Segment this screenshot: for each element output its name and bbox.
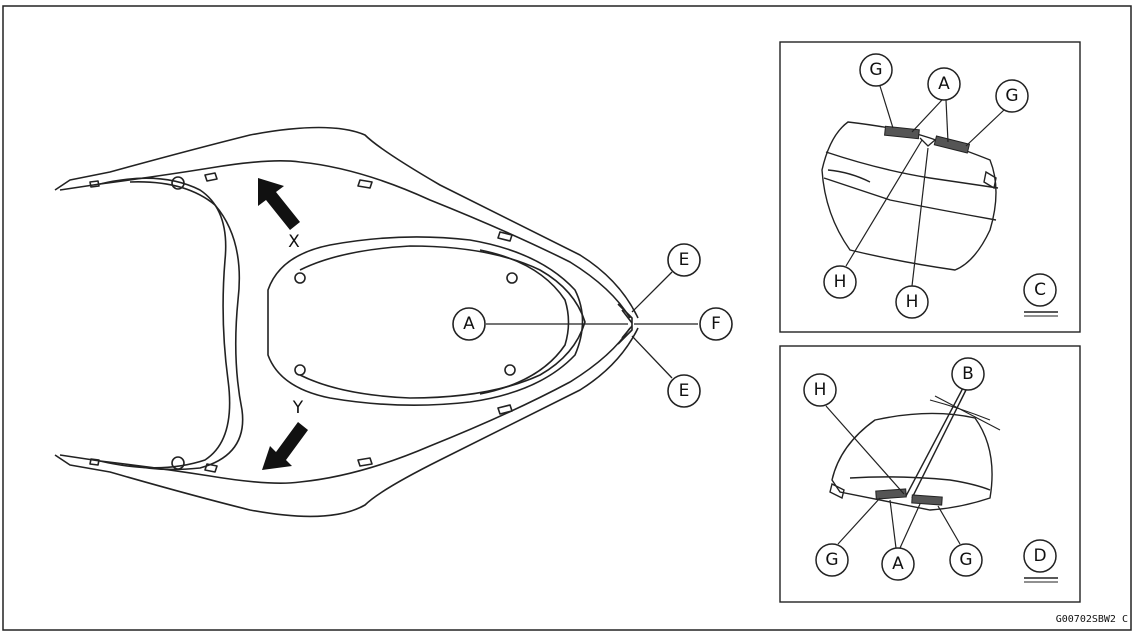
direction-arrow-x xyxy=(258,178,300,230)
seat-cowl-drawing xyxy=(54,126,639,518)
inset-d-label-g-right: G xyxy=(959,550,972,570)
inset-c-label-h-left: H xyxy=(834,272,847,292)
inset-d-leader-h xyxy=(825,405,905,495)
inset-d-view-circle xyxy=(1023,539,1057,573)
inset-d-leader-g-left xyxy=(837,497,881,545)
inset-c: G A G H H C xyxy=(779,41,1081,333)
figure-code: G00702SBW2 C xyxy=(1056,614,1128,625)
leader-line-e-top xyxy=(631,271,673,313)
callout-circle-f xyxy=(699,307,733,341)
inset-d-label-g-left: G xyxy=(825,550,838,570)
inset-c-callout-circle-h-left xyxy=(823,265,857,299)
leader-line-e-bottom xyxy=(631,335,673,379)
inset-d-part-drawing xyxy=(829,385,993,511)
inset-d-tape-left xyxy=(875,488,907,500)
inset-c-leader-a-1 xyxy=(911,99,943,133)
inset-d-angle-line xyxy=(934,395,1001,431)
inset-d: H B G A G D xyxy=(779,345,1081,603)
inset-c-view-circle xyxy=(1023,273,1057,307)
inset-c-label-g-right: G xyxy=(1005,86,1018,106)
inset-c-label-a: A xyxy=(938,74,950,94)
figure-border xyxy=(2,5,1132,631)
arrow-label-y: Y xyxy=(292,398,304,418)
inset-c-leader-a-2 xyxy=(945,99,949,143)
inset-d-label-b: B xyxy=(962,364,974,384)
inset-d-leader-g-right xyxy=(937,505,961,545)
inset-d-callout-circle-h xyxy=(803,373,837,407)
inset-c-callout-circle-h-right xyxy=(895,285,929,319)
arrow-label-x: X xyxy=(288,232,300,252)
inset-d-tape-right xyxy=(911,494,943,506)
inset-c-view-label: C xyxy=(1034,280,1046,300)
callout-circle-e-top xyxy=(667,243,701,277)
inset-d-leader-a-2 xyxy=(899,503,921,549)
inset-d-label-h: H xyxy=(814,380,827,400)
direction-arrow-y xyxy=(262,422,308,470)
inset-c-label-h-right: H xyxy=(906,292,919,312)
inset-c-callout-circle-g-right xyxy=(995,79,1029,113)
inset-c-label-g-left: G xyxy=(869,60,882,80)
inset-d-leader-b xyxy=(959,389,967,403)
inset-c-tape-right xyxy=(933,135,971,154)
callout-circle-e-bottom xyxy=(667,374,701,408)
inset-d-callout-circle-a xyxy=(881,547,915,581)
callout-circle-a xyxy=(452,307,486,341)
inset-d-leader-a-1 xyxy=(889,499,897,549)
callout-label-e-top: E xyxy=(679,250,690,270)
callout-label-e-bottom: E xyxy=(679,381,690,401)
inset-d-callout-circle-g-right xyxy=(949,543,983,577)
inset-c-tape-left xyxy=(884,125,920,140)
inset-d-callout-circle-b xyxy=(951,357,985,391)
inset-d-callout-circle-g-left xyxy=(815,543,849,577)
inset-c-leader-h-right xyxy=(911,147,929,287)
inset-c-callout-circle-a xyxy=(927,67,961,101)
callout-label-a: A xyxy=(463,314,475,334)
inset-d-view-label: D xyxy=(1033,546,1046,566)
inset-d-label-a: A xyxy=(892,554,904,574)
inset-c-callout-circle-g-left xyxy=(859,53,893,87)
inset-c-leader-h-left xyxy=(845,139,923,267)
callout-label-f: F xyxy=(711,314,721,334)
inset-c-part-drawing xyxy=(821,121,999,271)
inset-c-leader-g-left xyxy=(879,85,894,129)
inset-c-leader-g-right xyxy=(965,109,1005,147)
